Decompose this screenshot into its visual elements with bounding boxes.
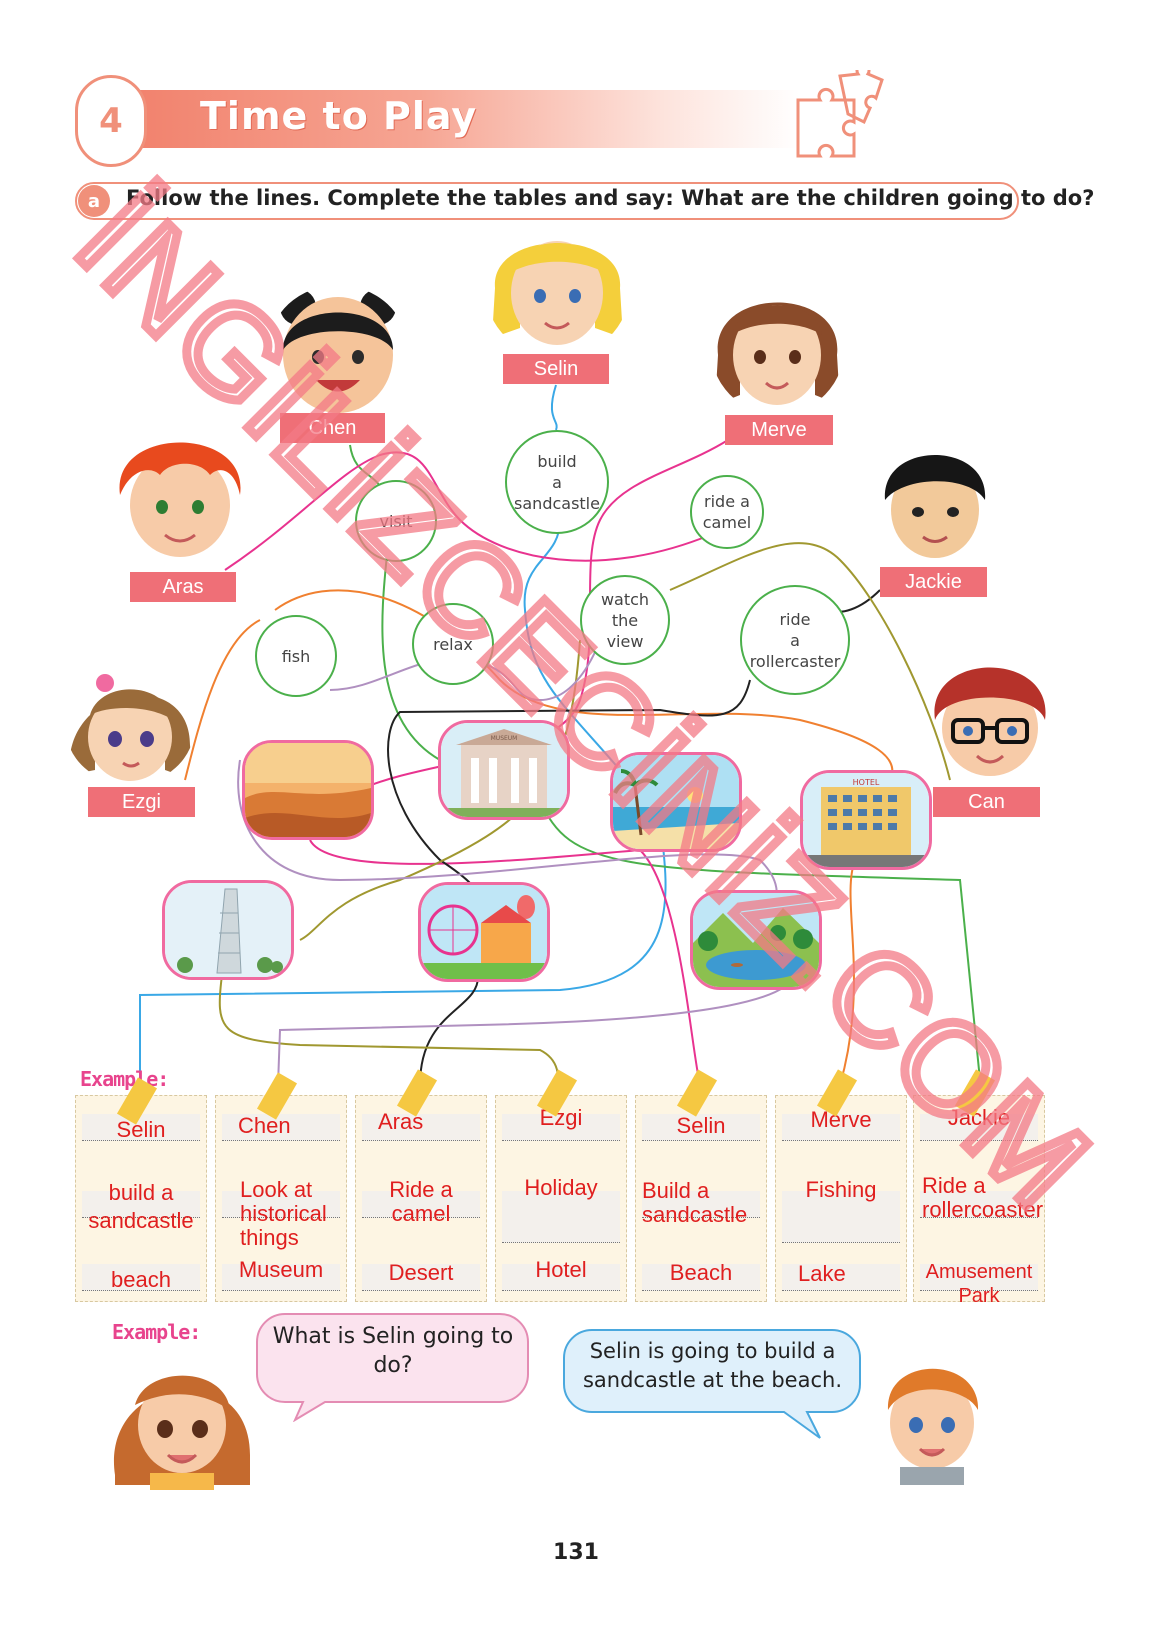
line-relax-loop — [329, 639, 601, 702]
question-text: What is Selin going to do? — [272, 1324, 514, 1378]
card-1-activity: build a sandcastle — [88, 1180, 194, 1233]
hotel-image: HOTEL — [803, 773, 929, 867]
card-2-place: Museum — [238, 1257, 324, 1282]
line-ezgi-lake — [237, 759, 778, 901]
answer-speech-bubble — [563, 1329, 861, 1439]
card-7-activity: Ride a rollercoaster — [922, 1173, 1044, 1222]
table-card-7: Jackie Ride a rollercoaster Amusement Pa… — [913, 1095, 1045, 1307]
desert-image — [245, 743, 371, 837]
card-6-name: Merve — [810, 1107, 872, 1132]
girl-character-illustration — [113, 1375, 250, 1490]
page-number: 131 — [553, 1540, 599, 1565]
name-tag-merve: Merve — [725, 415, 833, 445]
line-aras — [224, 451, 711, 571]
card-3-place: Desert — [388, 1260, 454, 1285]
line-beach-selin-example — [139, 819, 667, 1080]
tower-image — [165, 883, 291, 977]
line-hotel-merve — [839, 859, 856, 1086]
card-2-activity: Look at historical things — [240, 1177, 327, 1250]
table-card-3: Aras Ride a camel Desert — [355, 1095, 487, 1302]
amusement-park-image — [421, 885, 547, 979]
line-relax-hotel — [274, 589, 894, 781]
line-fish — [184, 619, 261, 781]
card-3-name: Aras — [378, 1109, 424, 1134]
card-6-place: Lake — [798, 1261, 846, 1286]
card-5-name: Selin — [676, 1113, 726, 1138]
museum-sign: MUSEUM — [491, 735, 518, 742]
line-camel-desert — [309, 839, 701, 1086]
name-tag-jackie: Jackie — [880, 567, 987, 597]
line-park-aras — [419, 974, 480, 1086]
lake-image — [693, 893, 819, 987]
place-desert — [242, 740, 374, 840]
card-7-place: Amusement Park — [925, 1261, 1033, 1307]
name-tag-selin: Selin — [503, 354, 609, 384]
line-can — [669, 542, 951, 781]
table-card-4: Ezgi Holiday Hotel — [495, 1095, 627, 1302]
card-3-activity: Ride a camel — [389, 1177, 453, 1226]
card-2-name: Chen — [238, 1113, 291, 1138]
boy-character-illustration — [887, 1368, 979, 1485]
bubble-ride-rollercoaster: ride a rollercaster — [740, 585, 850, 695]
name-tag-ezgi: Ezgi — [88, 787, 195, 817]
name-tag-chen: Chen — [280, 413, 385, 443]
unit-number-badge: 4 — [75, 75, 147, 167]
bubble-watch-view: watch the view — [580, 575, 670, 665]
bubble-fish: fish — [255, 615, 337, 697]
card-6-activity: Fishing — [805, 1177, 877, 1202]
card-1-place: beach — [111, 1267, 171, 1292]
card-4-place: Hotel — [535, 1257, 587, 1282]
puzzle-icon — [796, 70, 884, 158]
place-tower — [162, 880, 294, 980]
answer-text: Selin is going to build a sandcastle at … — [582, 1339, 843, 1392]
table-card-6: Merve Fishing Lake — [775, 1095, 907, 1302]
place-hotel: HOTEL — [800, 770, 932, 870]
card-4-name: Ezgi — [539, 1105, 583, 1130]
hotel-sign: HOTEL — [853, 778, 880, 787]
card-5-place: Beach — [669, 1260, 733, 1285]
instruction-letter: a — [78, 185, 110, 217]
dialogue-example-label: Example: — [112, 1320, 201, 1344]
row-line — [82, 1264, 200, 1291]
page-title: Time to Play — [200, 94, 478, 138]
bubble-visit: visit — [355, 480, 437, 562]
table-card-5: Selin Build a sandcastle Beach — [635, 1095, 767, 1302]
card-1-name: Selin — [116, 1117, 166, 1142]
card-4-activity: Holiday — [524, 1175, 598, 1200]
name-tag-aras: Aras — [130, 572, 236, 602]
table-card-1: Selin build a sandcastle beach — [75, 1095, 207, 1302]
row-line — [82, 1114, 200, 1141]
instruction-text: Follow the lines. Complete the tables an… — [126, 186, 1095, 210]
question-speech-bubble — [256, 1313, 529, 1422]
name-tag-can: Can — [933, 787, 1040, 817]
table-card-2: Chen Look at historical things Museum — [215, 1095, 347, 1302]
place-museum: MUSEUM — [438, 720, 570, 820]
bubble-relax: relax — [412, 603, 494, 685]
line-museum-chen — [539, 799, 981, 1081]
line-selin — [550, 384, 558, 431]
bubble-build-sandcastle: build a sandcastle — [505, 430, 609, 534]
place-lake — [690, 890, 822, 990]
card-5-activity: Build a sandcastle — [642, 1178, 748, 1227]
bubble-ride-camel: ride a camel — [690, 475, 764, 549]
line-build-beach — [523, 519, 621, 771]
museum-image: MUSEUM — [441, 723, 567, 817]
place-amusement-park — [418, 882, 550, 982]
place-beach — [610, 752, 742, 852]
card-7-name: Jackie — [947, 1105, 1011, 1130]
title-bar — [110, 90, 800, 148]
line-watch-tower — [299, 639, 581, 941]
line-visit-museum — [381, 544, 441, 761]
row-line — [82, 1191, 200, 1218]
beach-image — [613, 755, 739, 849]
instruction-box — [75, 182, 1019, 220]
